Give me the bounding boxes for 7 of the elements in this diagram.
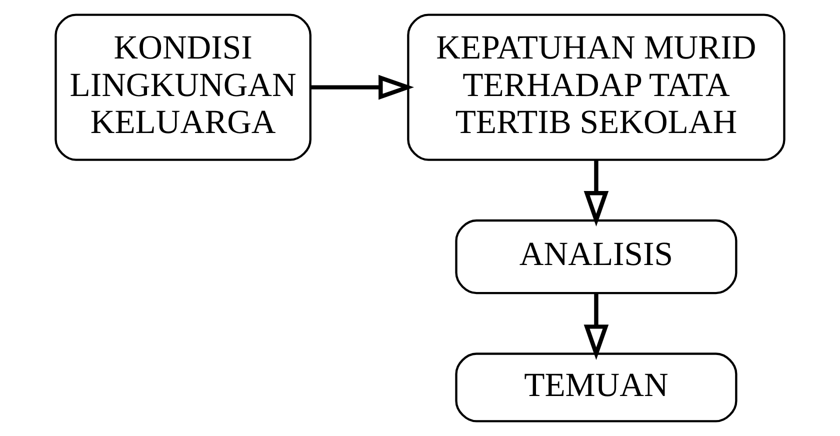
arrow [310,74,414,100]
arrow [584,293,609,360]
node-box: ANALISIS [455,219,738,294]
node-box: KONDISI LINGKUNGAN KELUARGA [54,14,312,161]
node-box: KEPATUHAN MURID TERHADAP TATA TERTIB SEKOLAH [407,14,786,161]
arrow [584,160,609,226]
node-box: TEMUAN [455,352,738,422]
